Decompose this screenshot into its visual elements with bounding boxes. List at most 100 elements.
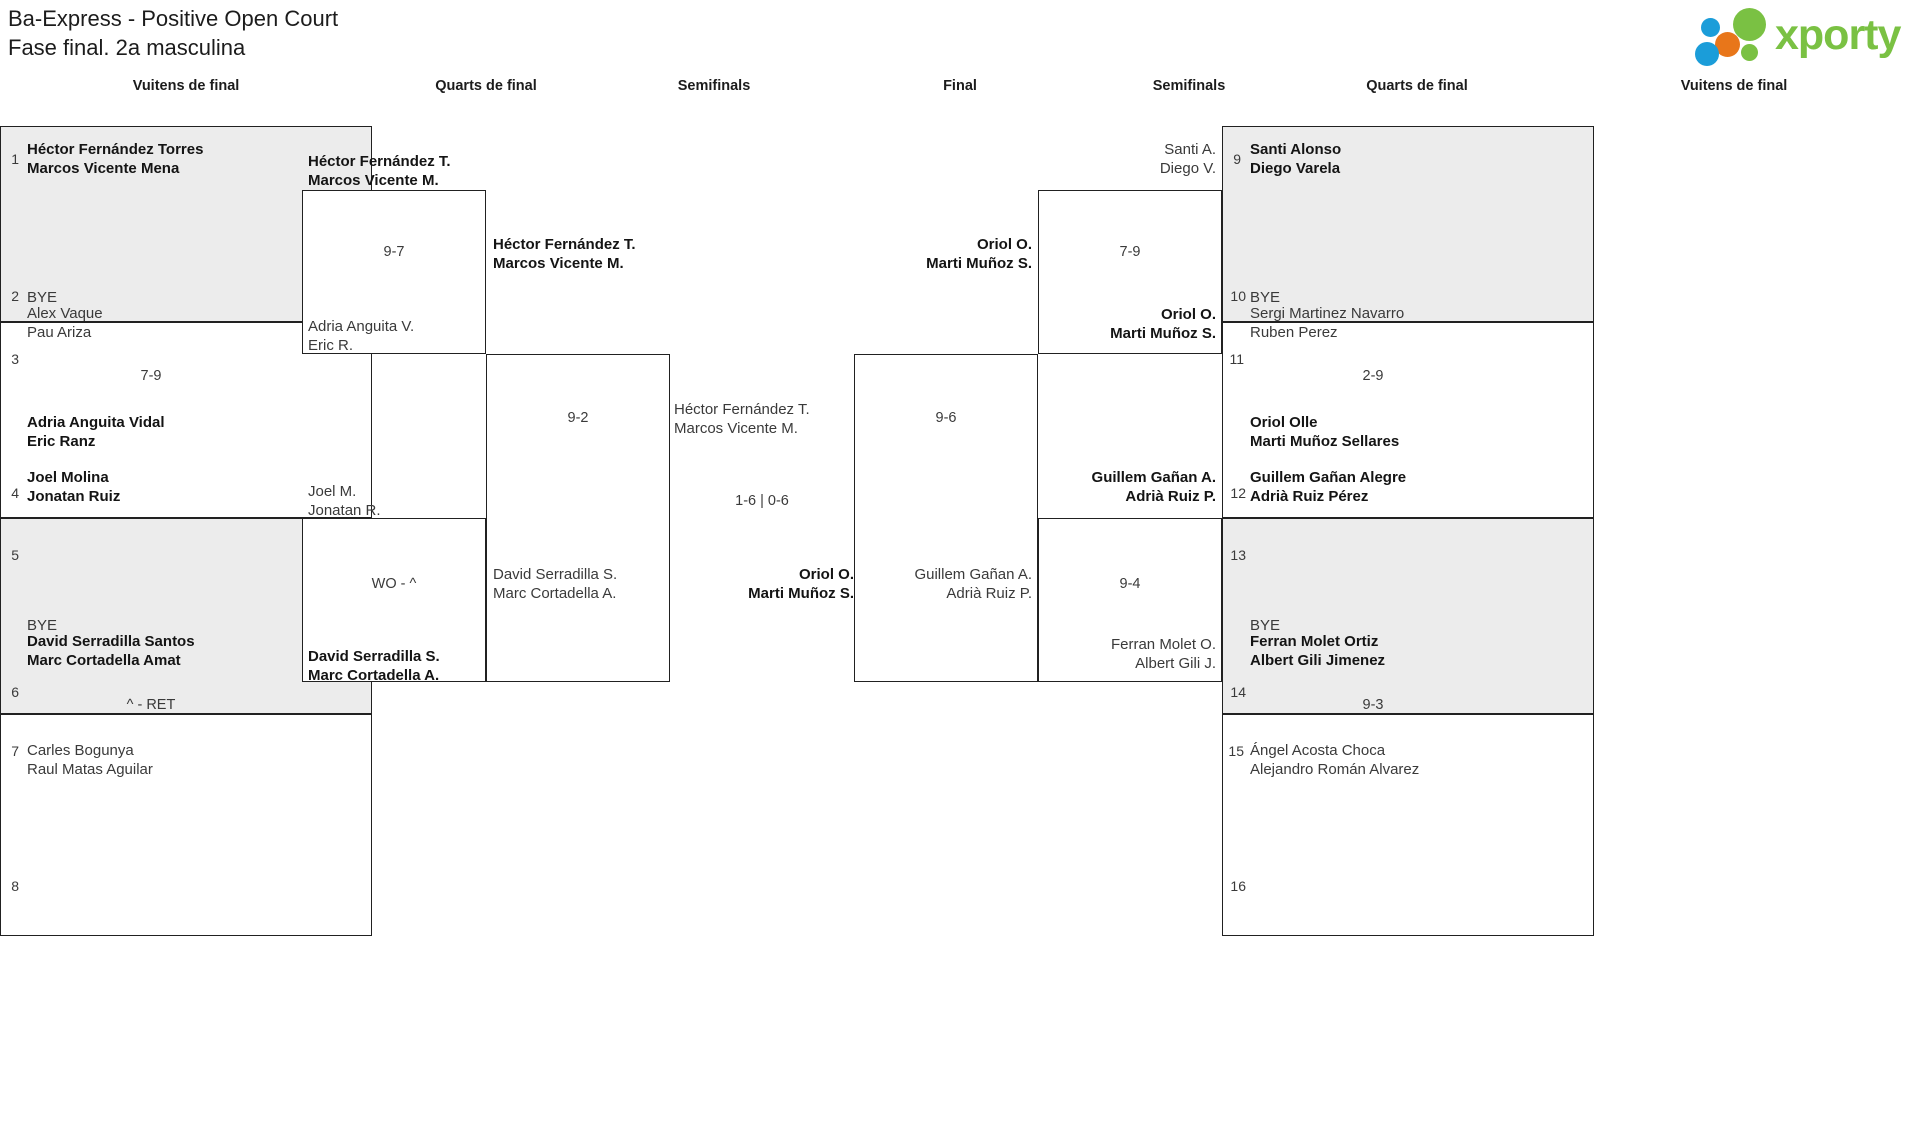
logo-dot-orange bbox=[1715, 32, 1740, 57]
r16-right-team-15-line1: Ferran Molet Ortiz bbox=[1250, 633, 1379, 650]
logo-dot-blue-small bbox=[1701, 18, 1720, 37]
round-header-sf-right: Semifinals bbox=[1152, 78, 1226, 94]
sf-right-team-1-line2: Marti Muñoz S. bbox=[926, 255, 1032, 272]
seed-number-3: 3 bbox=[11, 351, 19, 367]
r16-left-match-4-box[interactable] bbox=[0, 714, 372, 936]
r16-left-team-8-line1: Carles Bogunya bbox=[27, 742, 134, 759]
seed-number-9: 9 bbox=[1233, 151, 1241, 167]
qf-right-match-2-box[interactable] bbox=[1038, 518, 1222, 682]
r16-left-team-1-line2: Marcos Vicente Mena bbox=[27, 160, 180, 177]
qf-right-team-1-line2: Diego V. bbox=[1159, 160, 1216, 177]
r16-right-team-9-line1: Santi Alonso bbox=[1250, 141, 1342, 158]
seed-number-7: 7 bbox=[11, 743, 19, 759]
qf-right-team-3-line1: Guillem Gañan A. bbox=[1091, 469, 1216, 486]
final-team-top-line2: Marcos Vicente M. bbox=[674, 420, 798, 437]
r16-right-team-12-line2: Marti Muñoz Sellares bbox=[1250, 433, 1400, 450]
seed-number-13: 13 bbox=[1230, 547, 1246, 563]
qf-left-team-2-line2: Eric R. bbox=[308, 337, 353, 354]
r16-right-team-12-line1: Oriol Olle bbox=[1250, 414, 1318, 431]
r16-left-team-5-line2: Jonatan Ruiz bbox=[27, 488, 121, 505]
qf-right-match-1-box[interactable] bbox=[1038, 190, 1222, 354]
seed-number-15: 15 bbox=[1228, 743, 1244, 759]
r16-left-team-5-line1: Joel Molina bbox=[27, 469, 109, 486]
r16-right-team-9-line2: Diego Varela bbox=[1250, 160, 1341, 177]
seed-number-11: 11 bbox=[1229, 351, 1244, 367]
r16-right-team-16-line1: Ángel Acosta Choca bbox=[1250, 742, 1386, 759]
sf-left-team-2-line1: David Serradilla S. bbox=[493, 566, 618, 583]
seed-number-4: 4 bbox=[11, 485, 19, 501]
seed-number-8: 8 bbox=[11, 878, 19, 894]
r16-left-match-2-box[interactable] bbox=[0, 322, 372, 518]
qf-left-match-2-box[interactable] bbox=[302, 518, 486, 682]
r16-left-team-6-line1: BYE bbox=[27, 617, 58, 634]
r16-left-team-3-line2: Pau Ariza bbox=[27, 324, 92, 341]
r16-right-team-10-line1: BYE bbox=[1250, 289, 1281, 306]
r16-right-match-2-box[interactable] bbox=[1222, 322, 1594, 518]
final-team-top-line1: Héctor Fernández T. bbox=[674, 401, 810, 418]
seed-number-10: 10 bbox=[1230, 288, 1246, 304]
sf-right-team-2-line1: Guillem Gañan A. bbox=[914, 566, 1032, 583]
r16-right-team-15-line2: Albert Gili Jimenez bbox=[1250, 652, 1386, 669]
qf-left-team-2-line1: Adria Anguita V. bbox=[308, 318, 415, 335]
seed-number-12: 12 bbox=[1230, 485, 1246, 501]
sf-left-team-1-line1: Héctor Fernández T. bbox=[493, 236, 636, 253]
seed-number-16: 16 bbox=[1230, 878, 1246, 894]
qf-left-team-1-line2: Marcos Vicente M. bbox=[308, 172, 439, 189]
r16-left-score-4: ^ - RET bbox=[126, 697, 176, 713]
qf-left-match-1-box[interactable] bbox=[302, 190, 486, 354]
r16-right-team-14-line1: BYE bbox=[1250, 617, 1281, 634]
final-score: 1-6 | 0-6 bbox=[735, 493, 789, 509]
logo-dot-green-large bbox=[1733, 8, 1766, 41]
qf-right-team-3-line2: Adrià Ruiz P. bbox=[1125, 488, 1216, 505]
xporty-logo: xporty bbox=[1695, 6, 1905, 66]
r16-right-score-2: 2-9 bbox=[1362, 368, 1384, 384]
r16-right-team-16-line2: Alejandro Román Alvarez bbox=[1250, 761, 1420, 778]
r16-left-team-7-line2: Marc Cortadella Amat bbox=[27, 652, 181, 669]
final-team-bottom-line1: Oriol O. bbox=[798, 566, 854, 583]
sf-right-team-2-line2: Adrià Ruiz P. bbox=[946, 585, 1032, 602]
qf-left-team-1-line1: Héctor Fernández T. bbox=[308, 153, 451, 170]
r16-right-team-13-line2: Adrià Ruiz Pérez bbox=[1250, 488, 1369, 505]
sf-left-team-1-line2: Marcos Vicente M. bbox=[493, 255, 624, 272]
r16-left-team-1-line1: Héctor Fernández Torres bbox=[27, 141, 204, 158]
round-header-qf-right: Quarts de final bbox=[1366, 78, 1468, 94]
r16-right-match-1-box[interactable] bbox=[1222, 126, 1594, 322]
round-header-r16-right: Vuitens de final bbox=[1680, 78, 1788, 94]
logo-wordmark: xporty bbox=[1775, 11, 1901, 59]
sf-right-score: 9-6 bbox=[935, 410, 957, 426]
r16-right-match-3-box[interactable] bbox=[1222, 518, 1594, 714]
round-header-qf-left: Quarts de final bbox=[435, 78, 537, 94]
qf-left-score-2: WO - ^ bbox=[371, 576, 417, 592]
r16-right-score-4: 9-3 bbox=[1362, 697, 1384, 713]
sf-right-match-box[interactable] bbox=[854, 354, 1038, 682]
seed-number-5: 5 bbox=[11, 547, 19, 563]
r16-left-team-4-line1: Adria Anguita Vidal bbox=[27, 414, 165, 431]
qf-left-team-4-line2: Marc Cortadella A. bbox=[308, 667, 440, 684]
r16-right-team-11-line1: Sergi Martinez Navarro bbox=[1250, 305, 1405, 322]
sf-left-match-box[interactable] bbox=[486, 354, 670, 682]
round-header-r16-left: Vuitens de final bbox=[132, 78, 240, 94]
r16-left-team-7-line1: David Serradilla Santos bbox=[27, 633, 195, 650]
r16-left-team-4-line2: Eric Ranz bbox=[27, 433, 96, 450]
sf-left-score: 9-2 bbox=[567, 410, 589, 426]
sf-left-team-2-line2: Marc Cortadella A. bbox=[493, 585, 617, 602]
r16-left-team-3-line1: Alex Vaque bbox=[27, 305, 103, 322]
qf-right-team-4-line1: Ferran Molet O. bbox=[1110, 636, 1216, 653]
qf-left-team-3-line2: Jonatan R. bbox=[308, 502, 381, 519]
qf-right-team-4-line2: Albert Gili J. bbox=[1135, 655, 1216, 672]
page-subtitle: Fase final. 2a masculina bbox=[8, 35, 246, 60]
r16-right-match-4-box[interactable] bbox=[1222, 714, 1594, 936]
r16-right-team-13-line1: Guillem Gañan Alegre bbox=[1250, 469, 1407, 486]
r16-left-team-8-line2: Raul Matas Aguilar bbox=[27, 761, 153, 778]
qf-left-score-1: 9-7 bbox=[383, 244, 405, 260]
seed-number-6: 6 bbox=[11, 684, 19, 700]
qf-right-team-2-line1: Oriol O. bbox=[1160, 306, 1216, 323]
qf-left-team-4-line1: David Serradilla S. bbox=[308, 648, 440, 665]
round-header-sf-left: Semifinals bbox=[677, 78, 751, 94]
logo-dot-blue-large bbox=[1695, 42, 1719, 66]
seed-number-2: 2 bbox=[11, 288, 19, 304]
final-team-bottom-line2: Marti Muñoz S. bbox=[748, 585, 854, 602]
r16-right-team-11-line2: Ruben Perez bbox=[1250, 324, 1338, 341]
qf-right-score-2: 9-4 bbox=[1119, 576, 1141, 592]
